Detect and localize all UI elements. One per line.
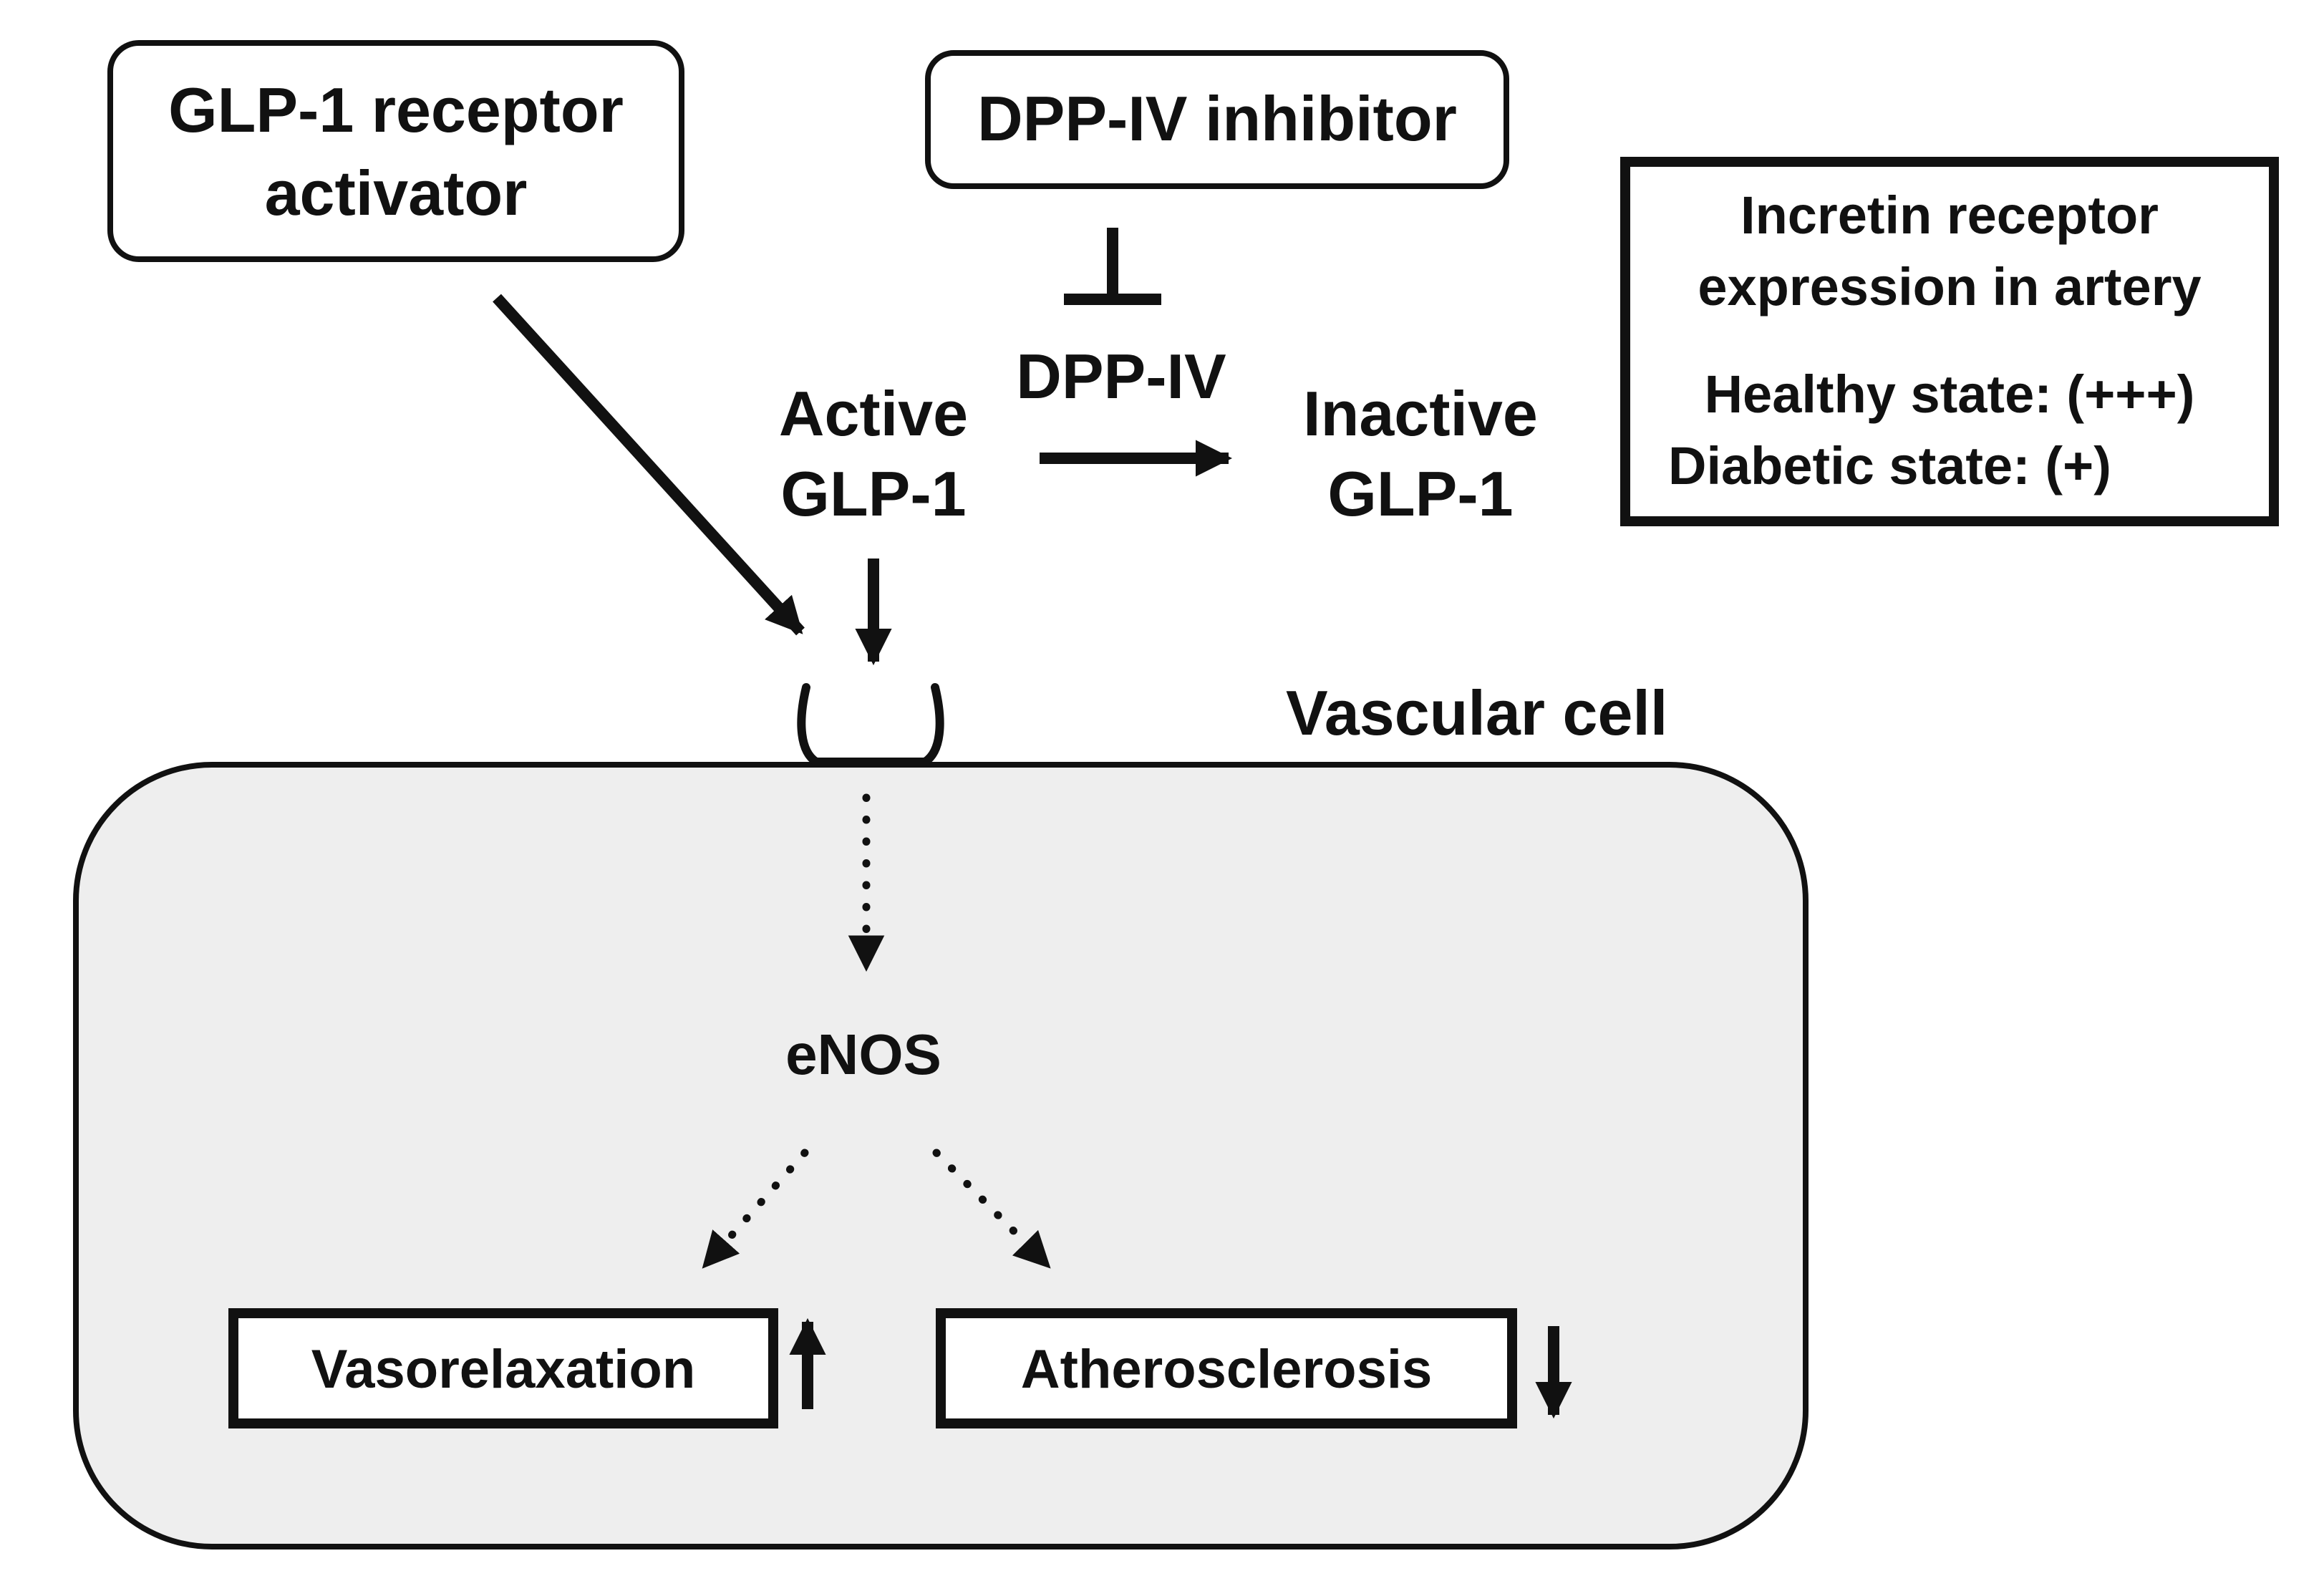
svg-text:activator: activator: [265, 158, 528, 228]
dpp4-label: DPP-IV: [1016, 341, 1226, 412]
enos-to-vasorelaxation-dotted-arrow: [700, 1149, 809, 1270]
svg-text:Diabetic state: (+): Diabetic state: (+): [1668, 436, 2111, 495]
vasorelaxation-node: Vasorelaxation: [228, 1308, 778, 1428]
svg-text:GLP-1: GLP-1: [1327, 458, 1513, 529]
glp1-receptor-activator-node: GLP-1 receptor activator: [107, 40, 684, 262]
inactive-glp1-node: Inactive GLP-1: [1303, 378, 1538, 529]
glp1-receptor-shape: [797, 683, 944, 766]
svg-text:GLP-1: GLP-1: [780, 458, 966, 529]
svg-text:Active: Active: [779, 378, 968, 449]
dpp4-inhibitor-node: DPP-IV inhibitor: [925, 50, 1509, 189]
vascular-cell-body: [73, 762, 1809, 1549]
atherosclerosis-node: Atherosclerosis: [936, 1308, 1517, 1428]
svg-text:Healthy state: (+++): Healthy state: (+++): [1705, 364, 2195, 424]
vascular-cell-label: Vascular cell: [1286, 677, 1667, 748]
incretin-receptor-expression-box: Incretin receptor expression in artery H…: [1620, 157, 2279, 526]
inhibition-bar: [1064, 228, 1161, 305]
svg-text:Incretin receptor: Incretin receptor: [1740, 185, 2159, 245]
svg-text:expression in artery: expression in artery: [1698, 257, 2201, 316]
svg-text:Atherosclerosis: Atherosclerosis: [1021, 1339, 1432, 1400]
active-glp1-node: Active GLP-1: [779, 378, 968, 529]
svg-text:DPP-IV inhibitor: DPP-IV inhibitor: [977, 83, 1457, 154]
enos-to-atherosclerosis-dotted-arrow: [932, 1149, 1052, 1270]
svg-text:GLP-1 receptor: GLP-1 receptor: [168, 74, 624, 145]
activator-to-receptor-arrow: [493, 294, 805, 636]
svg-text:Vasorelaxation: Vasorelaxation: [311, 1339, 696, 1400]
svg-text:Inactive: Inactive: [1303, 378, 1538, 449]
enos-label: eNOS: [785, 1022, 941, 1086]
